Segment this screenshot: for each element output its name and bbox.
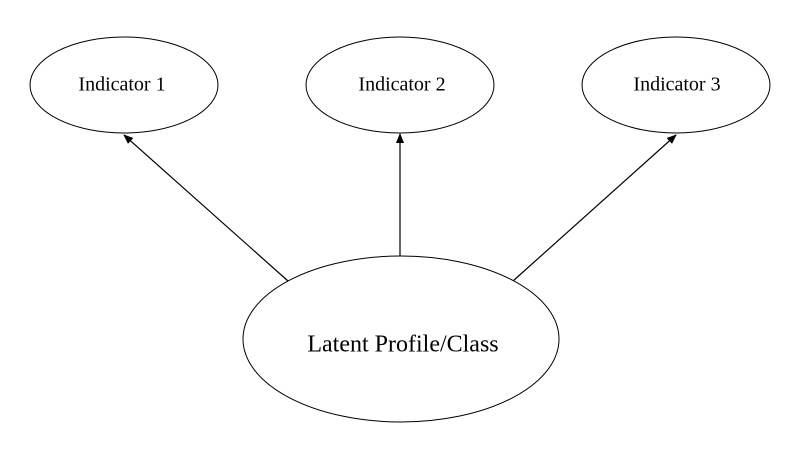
latent-node: Latent Profile/Class — [242, 255, 560, 423]
edge-latent-to-indicator-1 — [123, 134, 289, 282]
indicator-3-node: Indicator 3 — [581, 36, 771, 134]
indicator-2-label: Indicator 2 — [358, 74, 445, 96]
indicator-3-ellipse — [581, 36, 771, 134]
latent-ellipse — [242, 255, 560, 423]
indicator-1-node: Indicator 1 — [29, 36, 219, 134]
latent-label: Latent Profile/Class — [307, 332, 498, 358]
edge-latent-to-indicator-3 — [512, 134, 677, 282]
indicator-3-label: Indicator 3 — [633, 74, 720, 96]
indicator-1-ellipse — [29, 36, 219, 134]
indicator-1-label: Indicator 1 — [78, 74, 165, 96]
indicator-2-ellipse — [305, 36, 495, 134]
indicator-2-node: Indicator 2 — [305, 36, 495, 134]
